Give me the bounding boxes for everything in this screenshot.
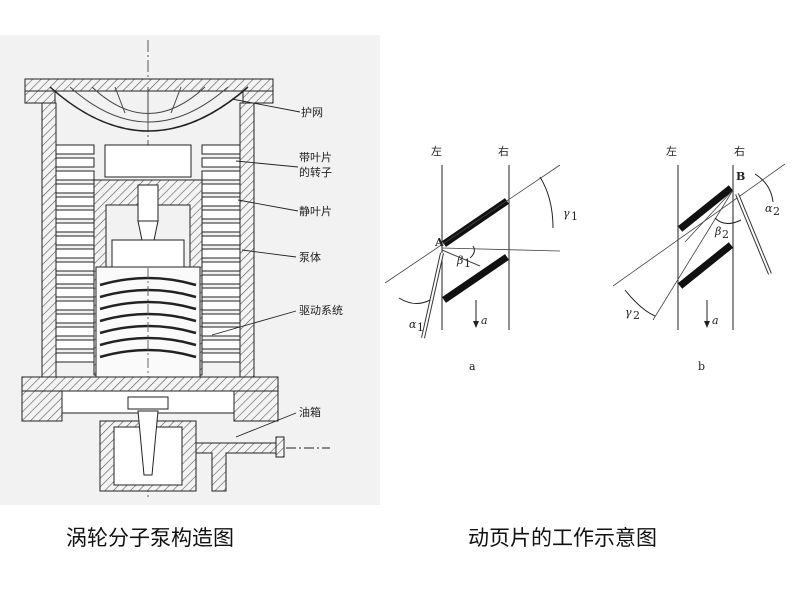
pump-diagram: 护网 带叶片 的转子 静叶片 泵体 驱动系统 油箱	[0, 35, 380, 505]
gamma2-symbol: γ	[625, 306, 632, 319]
beta1-symbol: β	[456, 254, 463, 267]
beta2-symbol: β	[714, 225, 721, 238]
blade-caption: 动页片的工作示意图	[468, 526, 657, 550]
label-rotor-line2: 的转子	[299, 165, 332, 179]
label-body: 泵体	[299, 250, 321, 264]
alpha1-sub: 1	[417, 321, 424, 334]
blade-diagram: 左 右 A β 1 γ 1 α 1 a a 左 右	[384, 120, 795, 390]
panel-b-right-label: 右	[734, 144, 745, 158]
point-b: B	[736, 170, 745, 183]
drive-system	[95, 239, 201, 380]
panel-a-right-label: 右	[498, 144, 509, 158]
label-oil-box: 油箱	[299, 405, 321, 419]
panel-b: 左 右 B β 2 α 2 γ 2 a b	[612, 144, 786, 373]
panel-b-label: b	[698, 360, 705, 373]
beta2-sub: 2	[722, 228, 729, 241]
panel-a: 左 右 A β 1 γ 1 α 1 a a	[384, 144, 578, 373]
alpha1-symbol: α	[409, 318, 417, 331]
blade-stack-left	[55, 144, 95, 363]
panel-b-arrow-label: a	[712, 314, 719, 327]
gamma2-sub: 2	[633, 309, 640, 322]
label-rotor-line1: 带叶片	[299, 151, 332, 164]
panel-b-left-label: 左	[666, 145, 677, 158]
alpha2-sub: 2	[773, 205, 780, 218]
gamma1-sub: 1	[571, 210, 578, 223]
panel-a-arrow-label: a	[481, 314, 488, 327]
oil-box	[99, 410, 197, 492]
top-flange	[24, 78, 274, 104]
label-stator: 静叶片	[299, 204, 332, 218]
alpha2-symbol: α	[765, 202, 773, 215]
panel-a-left-label: 左	[431, 145, 442, 158]
guard-net	[49, 86, 249, 132]
label-guard-net: 护网	[301, 105, 323, 119]
gamma1-symbol: γ	[563, 207, 570, 220]
beta1-sub: 1	[464, 257, 471, 270]
panel-a-label: a	[469, 360, 476, 373]
exhaust-pipe	[195, 436, 330, 492]
label-drive: 驱动系统	[299, 304, 343, 317]
blade-stack-right	[201, 144, 241, 363]
point-a: A	[434, 236, 444, 249]
pump-caption: 涡轮分子泵构造图	[66, 526, 234, 550]
pump-base	[21, 376, 279, 422]
